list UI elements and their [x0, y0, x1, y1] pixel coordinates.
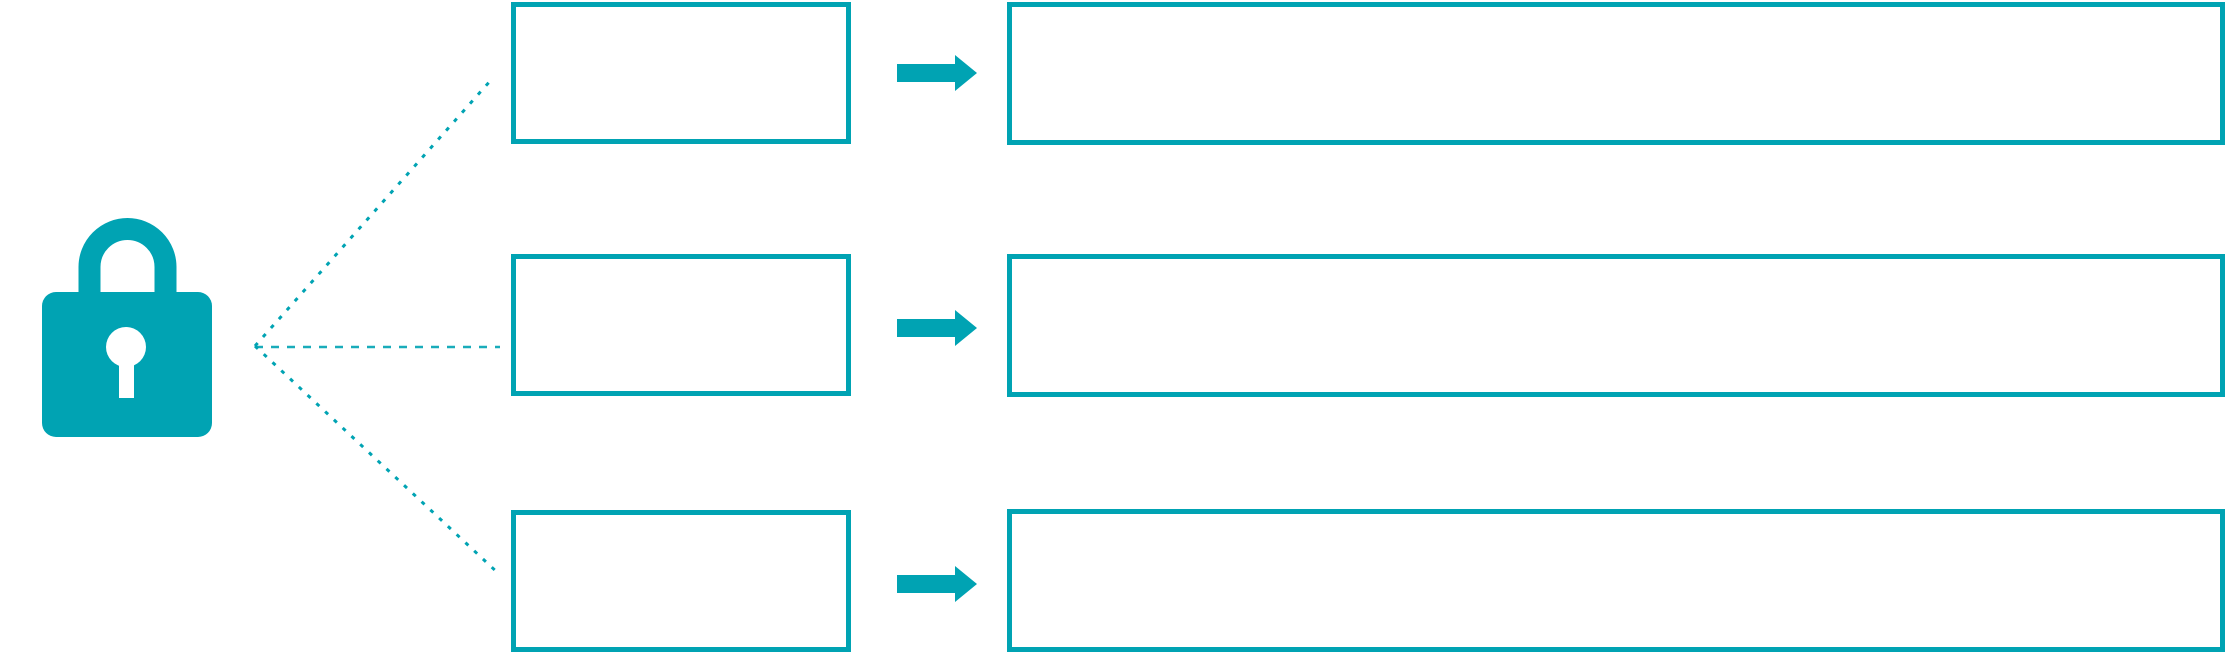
arrow-right-icon: [897, 566, 977, 602]
source-box-3: [511, 510, 851, 652]
source-box-1: [511, 2, 851, 144]
connector-top-line: [253, 79, 493, 347]
lock-icon: [42, 218, 212, 437]
connector-bottom-line: [253, 344, 501, 576]
arrow-right-icon: [897, 310, 977, 346]
arrow-right-icon: [897, 55, 977, 91]
source-box-2: [511, 254, 851, 396]
target-box-1: [1007, 2, 2225, 145]
target-box-2: [1007, 254, 2225, 397]
target-box-3: [1007, 509, 2225, 652]
